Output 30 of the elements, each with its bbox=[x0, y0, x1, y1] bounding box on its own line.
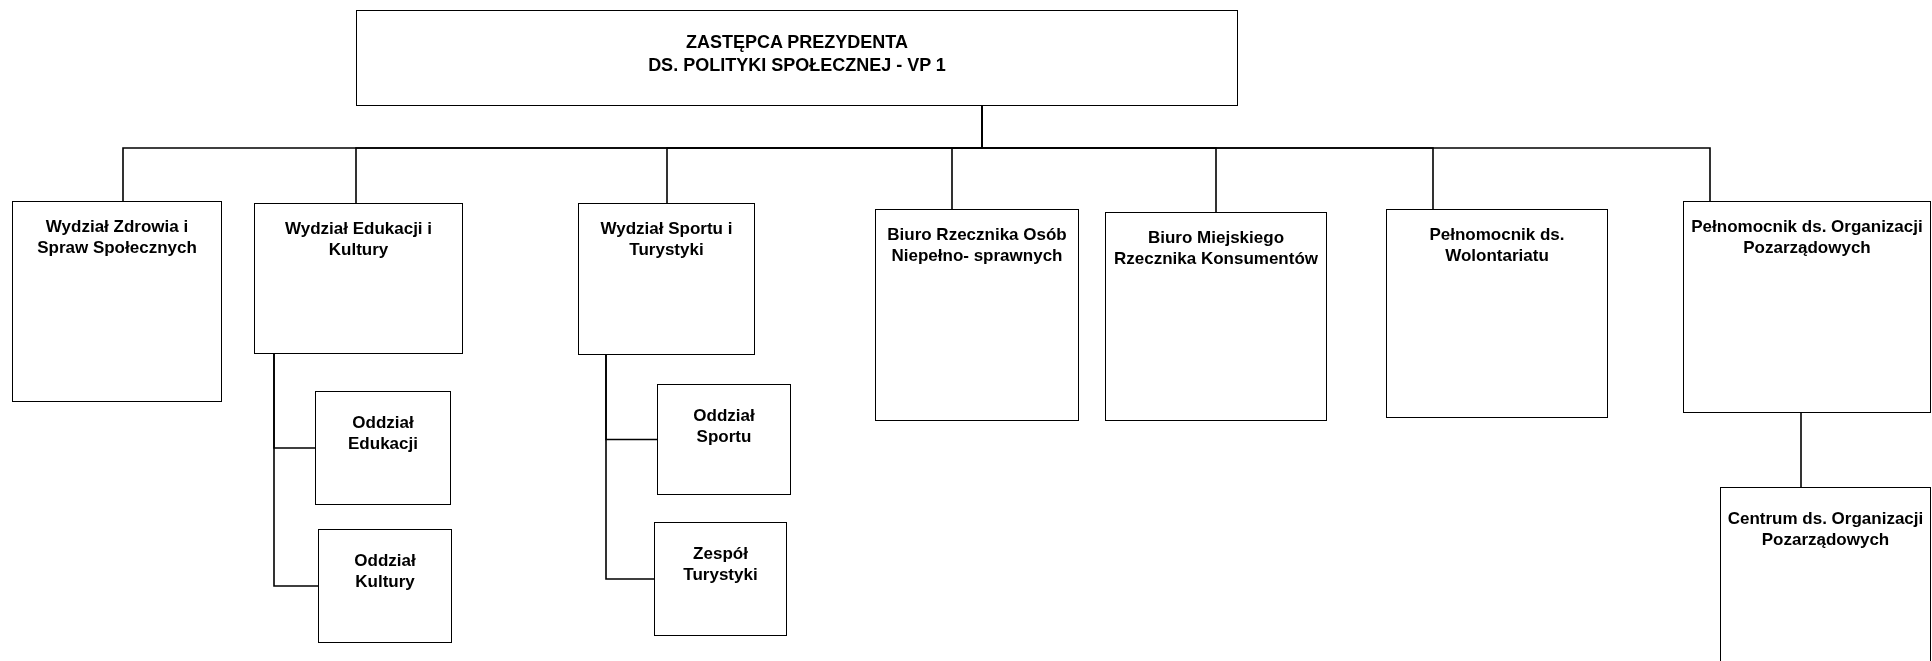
unit-box bbox=[657, 384, 791, 495]
unit-name: Pełnomocnik ds. Wolontariatu bbox=[1428, 224, 1566, 267]
unit-box bbox=[578, 203, 755, 355]
unit-name: Oddział Sportu bbox=[692, 405, 756, 448]
unit-box bbox=[1683, 201, 1931, 413]
unit-name: Biuro Miejskiego Rzecznika Konsumentów bbox=[1112, 227, 1319, 270]
title-text: ZASTĘPCA PREZYDENTA bbox=[685, 31, 909, 54]
unit-name: Wydział Edukacji i Kultury bbox=[283, 218, 434, 261]
unit-name: Biuro Rzecznika Osób Niepełno- sprawnych bbox=[886, 224, 1068, 267]
unit-name: Zespół Turystyki bbox=[682, 543, 759, 586]
unit-box bbox=[875, 209, 1079, 421]
unit-box bbox=[1386, 209, 1608, 418]
unit-box bbox=[254, 203, 463, 354]
unit-box bbox=[1720, 487, 1931, 661]
unit-box bbox=[12, 201, 222, 402]
connector-line bbox=[605, 354, 655, 580]
unit-box bbox=[1105, 212, 1327, 421]
title-text: DS. POLITYKI SPOŁECZNEJ - VP 1 bbox=[647, 53, 947, 76]
unit-name: Oddział Kultury bbox=[353, 550, 417, 593]
unit-name: Wydział Zdrowia i Spraw Społecznych bbox=[36, 216, 198, 259]
unit-box bbox=[654, 522, 787, 636]
unit-name: Centrum ds. Organizacji Pozarządowych bbox=[1727, 508, 1924, 551]
unit-box bbox=[315, 391, 451, 505]
title-box bbox=[356, 10, 1238, 106]
unit-name: Oddział Edukacji bbox=[347, 412, 419, 455]
unit-name: Wydział Sportu i Turystyki bbox=[599, 218, 734, 261]
connector-line bbox=[1800, 412, 1802, 488]
connector-line bbox=[273, 353, 319, 587]
unit-name: Pełnomocnik ds. Organizacji Pozarządowych bbox=[1690, 216, 1924, 259]
unit-box bbox=[318, 529, 452, 643]
